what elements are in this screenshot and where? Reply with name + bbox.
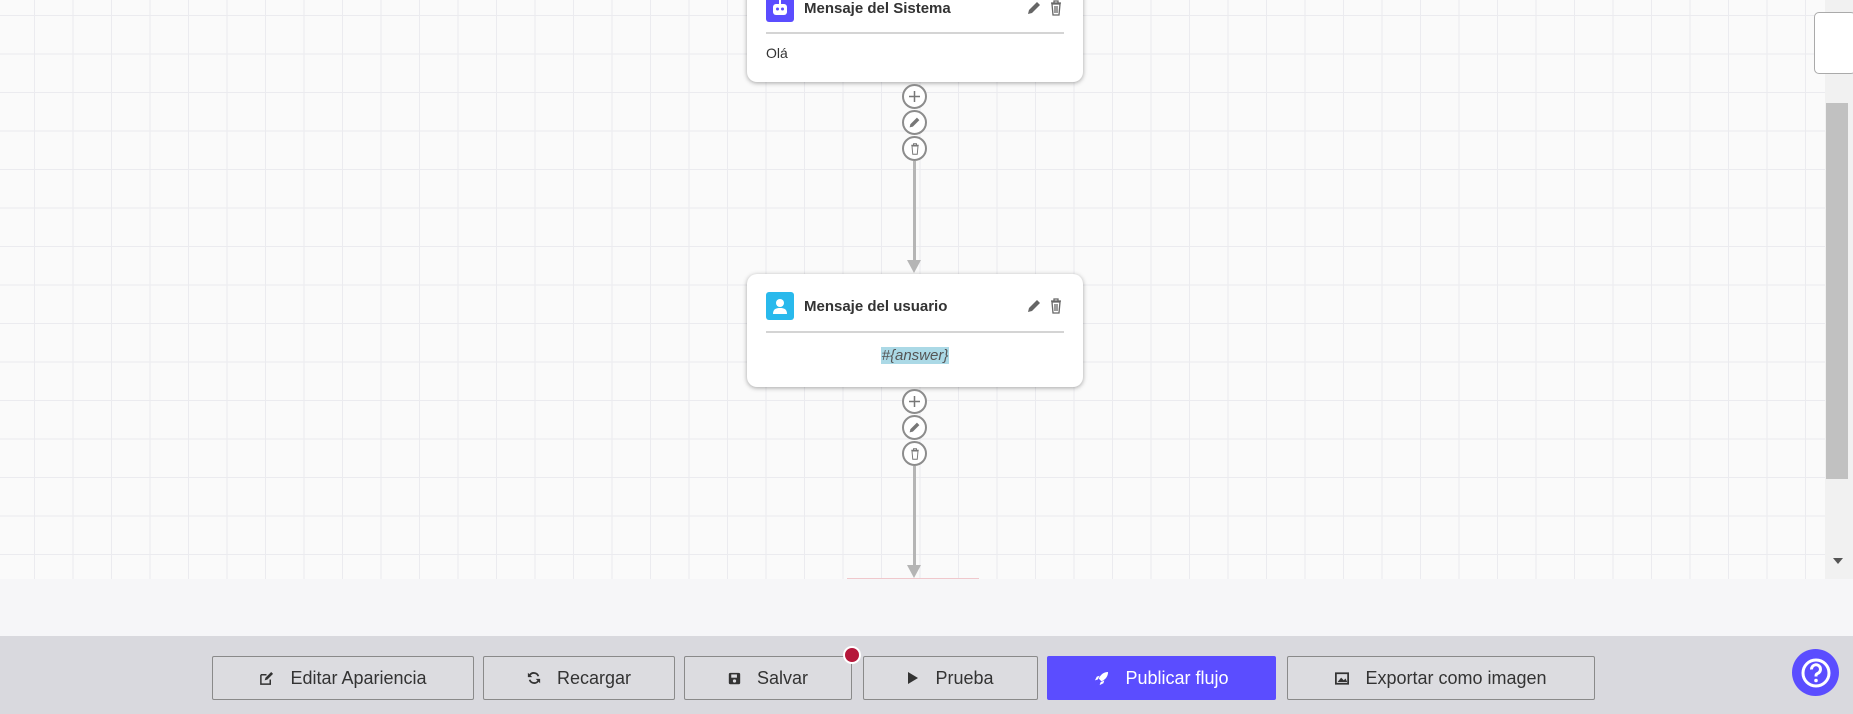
delete-node-icon[interactable] <box>1048 0 1064 16</box>
edit-appearance-button[interactable]: Editar Apariencia <box>212 656 474 700</box>
connector-line <box>913 161 916 263</box>
next-node-edge <box>847 578 979 579</box>
node-title: Mensaje del usuario <box>804 297 948 315</box>
add-node-button[interactable] <box>902 84 927 109</box>
connector-line <box>913 466 916 568</box>
button-label: Exportar como imagen <box>1365 667 1547 688</box>
edit-connection-button[interactable] <box>902 415 927 440</box>
button-label: Editar Apariencia <box>290 667 427 688</box>
node-content: #{answer} <box>880 347 950 364</box>
button-label: Salvar <box>756 667 809 688</box>
edit-node-icon[interactable] <box>1026 298 1042 314</box>
delete-connection-button[interactable] <box>902 441 927 466</box>
play-icon <box>908 672 919 684</box>
refresh-icon <box>527 672 541 684</box>
save-icon <box>728 672 741 684</box>
add-node-button[interactable] <box>902 389 927 414</box>
rocket-icon <box>1095 671 1109 685</box>
delete-node-icon[interactable] <box>1048 298 1064 314</box>
edit-connection-button[interactable] <box>902 110 927 135</box>
button-label: Prueba <box>935 667 994 688</box>
image-icon <box>1335 671 1350 685</box>
node-user-message[interactable]: Mensaje del usuario #{answer} <box>747 274 1083 387</box>
node-system-message[interactable]: Mensaje del Sistema Olá <box>747 0 1083 82</box>
publish-flow-button[interactable]: Publicar flujo <box>1047 656 1276 700</box>
test-button[interactable]: Prueba <box>863 656 1038 700</box>
reload-button[interactable]: Recargar <box>483 656 675 700</box>
flow-canvas[interactable]: Mensaje del Sistema Olá Mensaje del usua… <box>0 0 1825 579</box>
node-divider <box>766 331 1064 333</box>
scrollbar-thumb[interactable] <box>1826 103 1848 479</box>
help-button[interactable] <box>1792 649 1839 696</box>
delete-connection-button[interactable] <box>902 136 927 161</box>
unsaved-changes-indicator <box>843 646 861 664</box>
save-button[interactable]: Salvar <box>684 656 852 700</box>
edit-node-icon[interactable] <box>1026 0 1042 16</box>
question-icon <box>1801 658 1830 687</box>
user-icon <box>766 292 794 320</box>
robot-icon <box>766 0 794 22</box>
arrow-head-icon <box>907 565 921 578</box>
scroll-down-arrow-icon[interactable] <box>1833 558 1843 564</box>
button-label: Publicar flujo <box>1125 667 1229 688</box>
edit-icon <box>260 671 274 685</box>
minimap-panel[interactable] <box>1814 12 1853 74</box>
node-title: Mensaje del Sistema <box>804 0 951 17</box>
arrow-head-icon <box>907 260 921 273</box>
node-content: Olá <box>766 45 788 61</box>
export-image-button[interactable]: Exportar como imagen <box>1287 656 1595 700</box>
node-divider <box>766 32 1064 34</box>
button-label: Recargar <box>556 667 632 688</box>
